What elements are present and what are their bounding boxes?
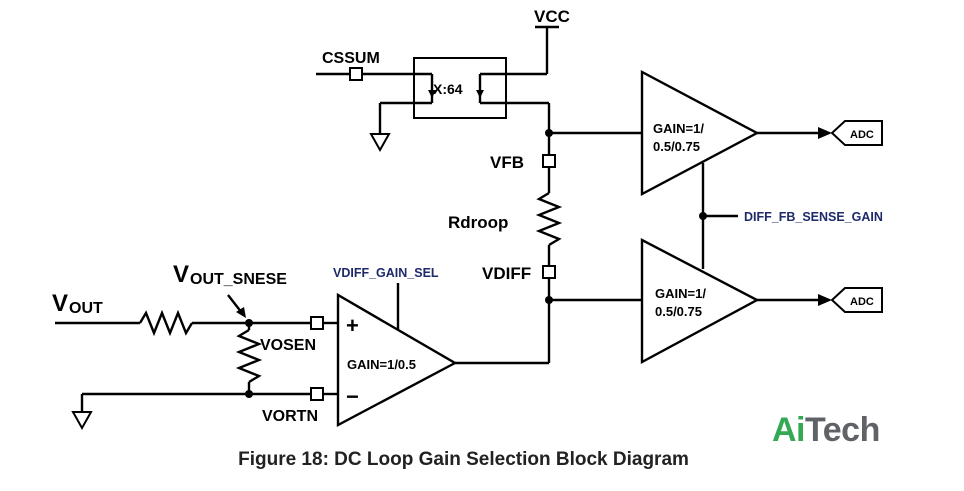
ground-icon-top	[369, 133, 391, 153]
upper-output-arrow-icon	[818, 127, 832, 139]
mirror-right-arrow-icon	[476, 90, 484, 98]
vout-label-sub: OUT	[69, 300, 103, 317]
vfb-label: VFB	[490, 153, 524, 172]
upper-amp-gain-line1: GAIN=1/	[653, 121, 704, 136]
shunt-resistor	[235, 328, 263, 384]
diff-amp-plus-sign: +	[346, 313, 359, 338]
vfb-pin	[542, 154, 556, 168]
mirror-left-arrow-icon	[428, 90, 436, 98]
diff-amp-triangle	[336, 292, 458, 427]
vout-label-main: V	[52, 290, 68, 317]
adc-top-block	[830, 120, 883, 146]
lower-amp-gain-line1: GAIN=1/	[655, 286, 706, 301]
vout-snese-label-sub: OUT_SNESE	[190, 271, 287, 288]
diff-amp-gain-label: GAIN=1/0.5	[347, 357, 416, 372]
adc-bottom-label: ADC	[850, 296, 874, 308]
vosen-pin	[310, 316, 324, 330]
brand-logo: AiTech	[772, 413, 880, 447]
upper-gain-amp: GAIN=1/ 0.5/0.75 ADC	[549, 70, 883, 196]
series-resistor	[138, 309, 194, 337]
brand-logo-part2: Tech	[805, 411, 880, 449]
ground-icon-bottom	[71, 411, 93, 431]
vdiff-label: VDIFF	[482, 264, 531, 283]
cssum-label: CSSUM	[322, 50, 380, 67]
lower-amp-gain-line2: 0.5/0.75	[655, 304, 702, 319]
adc-bottom-block	[830, 287, 883, 313]
vdiff-gain-sel-label: VDIFF_GAIN_SEL	[333, 266, 439, 280]
lower-gain-amp: GAIN=1/ 0.5/0.75 ADC	[549, 238, 883, 365]
diff-fb-sense-gain-control: DIFF_FB_SENSE_GAIN	[699, 163, 883, 269]
mirror-box	[413, 57, 507, 119]
lower-output-arrow-icon	[818, 294, 832, 306]
droop-chain: VFB Rdroop VDIFF	[448, 129, 563, 363]
vcc-label: VCC	[534, 7, 570, 26]
upper-amp-gain-line2: 0.5/0.75	[653, 139, 700, 154]
snese-pointer-arrow-icon	[236, 307, 246, 318]
rdroop-label: Rdroop	[448, 213, 508, 232]
vortn-pin	[310, 387, 324, 401]
upper-amp-triangle	[640, 70, 760, 196]
current-mirror: X:64 VCC CSSUM	[316, 7, 570, 153]
figure-caption: Figure 18: DC Loop Gain Selection Block …	[238, 449, 689, 470]
vdiff-pin	[542, 265, 556, 279]
brand-logo-part1: Ai	[772, 411, 806, 449]
adc-top-label: ADC	[850, 129, 874, 141]
diff-fb-sense-gain-label: DIFF_FB_SENSE_GAIN	[744, 210, 883, 224]
diff-amplifier: + − GAIN=1/0.5 VDIFF_GAIN_SEL	[333, 266, 549, 427]
vosen-label: VOSEN	[260, 337, 316, 354]
vout-sense-network: V OUT V OUT_SNESE VOSEN VORTN	[52, 261, 338, 431]
rdroop-resistor	[535, 191, 563, 247]
lower-amp-triangle	[640, 238, 760, 365]
diff-amp-minus-sign: −	[346, 384, 359, 409]
vortn-label: VORTN	[262, 408, 318, 425]
vout-snese-label-main: V	[173, 261, 189, 288]
mirror-ratio-label: X:64	[433, 81, 463, 97]
cssum-pin	[349, 67, 363, 81]
